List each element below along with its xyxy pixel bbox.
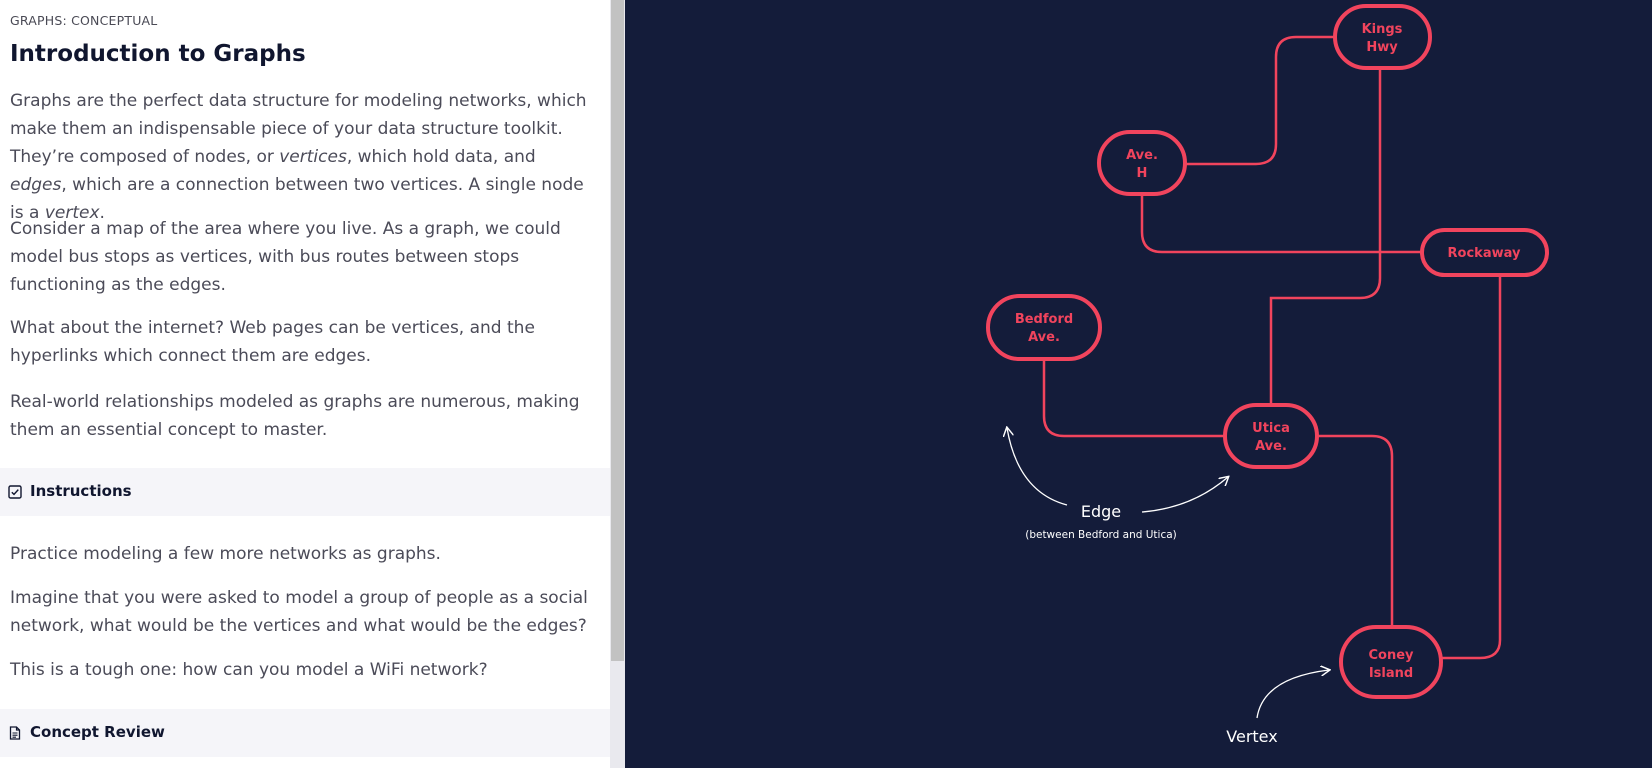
vertex-coney-line-2: Island: [1369, 666, 1413, 681]
bus-route-graph: Kings Hwy Ave. H Rockaway Bedford Ave. U…: [986, 4, 1549, 746]
vertex-utica-ave: Utica Ave.: [1223, 403, 1319, 469]
vertex-kings-hwy-line-1: Kings: [1362, 22, 1403, 37]
vertex-bedford-ave: Bedford Ave.: [986, 294, 1102, 361]
para1-em-vertex: vertex: [44, 203, 100, 223]
lesson-paragraph-2: Consider a map of the area where you liv…: [10, 219, 561, 295]
checkbox-icon: [8, 485, 22, 499]
edge-annotation-label: Edge: [1081, 502, 1121, 521]
instructions-paragraph-2: Imagine that you were asked to model a g…: [10, 588, 588, 636]
document-icon: [9, 726, 21, 740]
vertex-rockaway: Rockaway: [1420, 228, 1549, 277]
edge-arrow-right: [1141, 477, 1228, 513]
vertex-ave-h-line-1: Ave.: [1126, 148, 1158, 163]
edge-aveh-kingshwy: [1141, 35, 1335, 166]
edge-annotation-caption: (between Bedford and Utica): [1025, 529, 1177, 541]
vertex-kings-hwy: Kings Hwy: [1333, 4, 1432, 70]
edge-kingshwy-utica: [1269, 68, 1382, 405]
vertex-ave-h: Ave. H: [1097, 130, 1187, 196]
para1-text-3: , which are a connection between two ver…: [10, 175, 584, 223]
vertex-bedford-line-2: Ave.: [1028, 330, 1060, 345]
vertex-arrow: [1256, 670, 1329, 719]
vertex-bedford-line-1: Bedford: [1015, 312, 1073, 327]
concept-review-header[interactable]: Concept Review: [0, 709, 610, 757]
lesson-scrollbar[interactable]: [610, 0, 625, 768]
instructions-paragraph-1: Practice modeling a few more networks as…: [10, 544, 441, 564]
annotation-arrows: [1007, 428, 1329, 719]
lesson-panel: GRAPHS: CONCEPTUAL Introduction to Graph…: [0, 0, 610, 768]
edge-aveh-rockaway: [1140, 196, 1422, 254]
graph-illustration-panel: Kings Hwy Ave. H Rockaway Bedford Ave. U…: [625, 0, 1652, 768]
lesson-paragraph-3: What about the internet? Web pages can b…: [10, 318, 535, 366]
para1-em-vertices: vertices: [279, 147, 347, 167]
para1-text-1: Graphs are the perfect data structure fo…: [10, 91, 587, 167]
vertex-coney-line-1: Coney: [1368, 648, 1414, 663]
para1-em-edges: edges: [10, 175, 62, 195]
edge-rockaway-coney: [1441, 273, 1502, 660]
vertex-coney-island: Coney Island: [1339, 625, 1443, 699]
lesson-eyebrow: GRAPHS: CONCEPTUAL: [10, 13, 158, 28]
edge-bedford-utica: [1042, 359, 1225, 438]
vertex-utica-line-1: Utica: [1252, 421, 1290, 436]
vertex-utica-line-2: Ave.: [1255, 439, 1287, 454]
vertex-rockaway-label: Rockaway: [1448, 246, 1521, 261]
instructions-header[interactable]: Instructions: [0, 468, 610, 516]
edge-utica-coney: [1315, 434, 1394, 627]
instructions-label: Instructions: [30, 482, 132, 500]
graph-edges: [1042, 35, 1502, 660]
lesson-paragraph-4: Real-world relationships modeled as grap…: [10, 392, 580, 440]
scrollbar-thumb[interactable]: [611, 0, 624, 661]
lesson-paragraph-1: Graphs are the perfect data structure fo…: [10, 87, 595, 227]
vertex-kings-hwy-line-2: Hwy: [1366, 40, 1398, 55]
para1-text-2: , which hold data, and: [346, 147, 536, 167]
lesson-title: Introduction to Graphs: [10, 41, 306, 67]
concept-review-label: Concept Review: [30, 723, 165, 741]
vertex-annotation-label: Vertex: [1226, 727, 1277, 746]
para1-text-4: .: [99, 203, 105, 223]
instructions-paragraph-3: This is a tough one: how can you model a…: [10, 660, 488, 680]
vertex-ave-h-line-2: H: [1137, 166, 1148, 181]
edge-arrow-left: [1007, 428, 1068, 506]
